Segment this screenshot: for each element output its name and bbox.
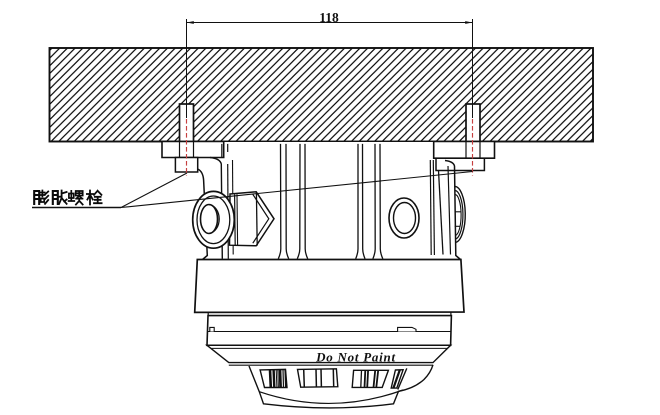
svg-text:Do Not Paint: Do Not Paint bbox=[315, 350, 396, 365]
svg-text:118: 118 bbox=[319, 10, 339, 25]
